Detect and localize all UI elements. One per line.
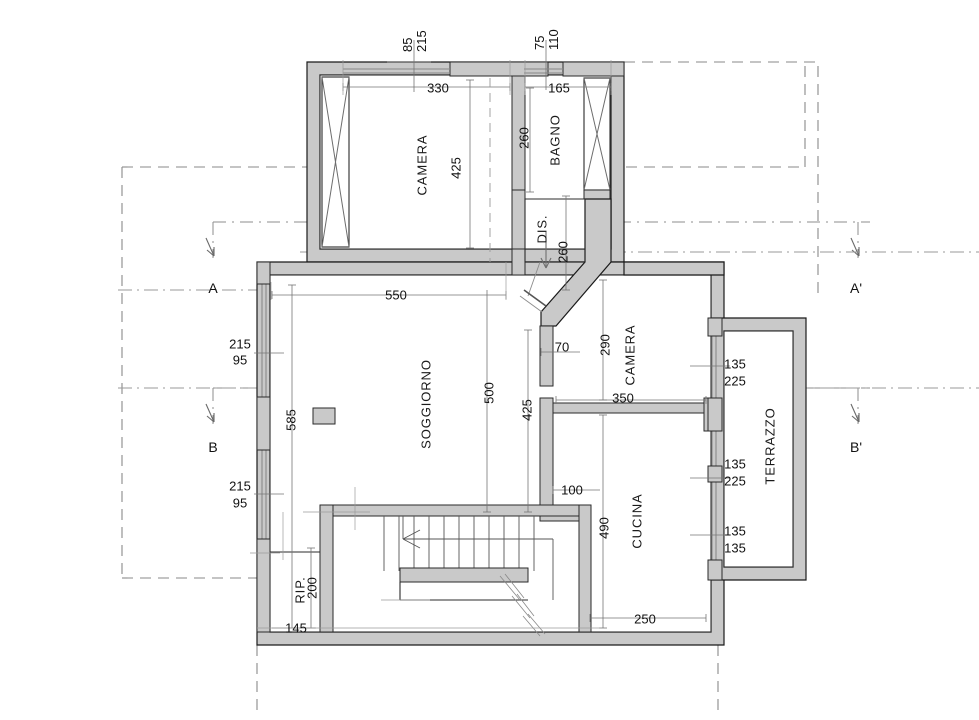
- room-label-soggiorno: SOGGIORNO: [418, 359, 434, 449]
- room-interiors: [269, 74, 794, 633]
- dimension-85-top: 85: [400, 37, 415, 52]
- dimension-110-top: 110: [546, 29, 561, 50]
- dimension-75-top: 75: [532, 35, 547, 50]
- dimension-70: 70: [554, 339, 570, 355]
- section-marker-b: B: [208, 439, 218, 455]
- dimension-135-terrazzo-c: 135: [724, 523, 746, 539]
- dimension-425-camera: 425: [448, 157, 464, 179]
- dimension-225-terrazzo-a: 225: [724, 373, 746, 389]
- dimension-100: 100: [561, 482, 583, 498]
- room-label-camera-nord: CAMERA: [414, 134, 430, 196]
- terrazzo-openings: [707, 317, 723, 581]
- dimension-215-top: 215: [414, 30, 429, 52]
- dimension-290: 290: [597, 334, 613, 356]
- ripostiglio-walls: [256, 538, 320, 633]
- dimension-260-bagno: 260: [516, 127, 532, 149]
- soggiorno-furniture: [312, 407, 336, 425]
- room-label-cucina: CUCINA: [629, 493, 645, 549]
- dimension-250: 250: [634, 611, 656, 627]
- section-marker-b-prime: B': [849, 439, 863, 455]
- dimension-95-upper-left: 95: [232, 352, 248, 368]
- dimension-490: 490: [596, 517, 612, 539]
- dimension-135-terrazzo-b: 135: [724, 456, 746, 472]
- section-marker-a: A: [208, 280, 218, 296]
- dimension-lines: [250, 40, 730, 629]
- dimension-215-upper-left: 215: [229, 336, 251, 352]
- window-symbols: [321, 76, 611, 248]
- dimension-135-terrazzo-d: 135: [724, 540, 746, 556]
- dimension-550: 550: [385, 287, 407, 303]
- dimension-165: 165: [548, 80, 570, 96]
- north-wall-openings: [343, 61, 625, 77]
- disimpegno-and-angled-wall: [511, 198, 725, 327]
- dimension-95-lower-left: 95: [232, 495, 248, 511]
- dimension-135-terrazzo-a: 135: [724, 356, 746, 372]
- dimension-145: 145: [285, 620, 307, 636]
- dimension-585: 585: [283, 409, 299, 431]
- room-label-disimpegno: DIS.: [534, 214, 550, 244]
- dimension-425-soggiorno: 425: [519, 399, 535, 421]
- dimension-225-terrazzo-b: 225: [724, 473, 746, 489]
- room-label-terrazzo: TERRAZZO: [762, 407, 778, 485]
- room-label-bagno: BAGNO: [547, 114, 563, 166]
- dimension-330: 330: [427, 80, 449, 96]
- camera-bagno-partition: [511, 74, 526, 250]
- section-marker-a-prime: A': [849, 280, 863, 296]
- dimension-200: 200: [304, 577, 320, 599]
- dimension-260-disimpegno: 260: [555, 241, 571, 263]
- room-label-camera-est: CAMERA: [622, 324, 638, 386]
- dimension-350: 350: [612, 390, 634, 406]
- dimension-215-lower-left: 215: [229, 478, 251, 494]
- dimension-500: 500: [481, 382, 497, 404]
- staircase: [319, 504, 592, 637]
- dashed-extent-outlines: [121, 60, 819, 712]
